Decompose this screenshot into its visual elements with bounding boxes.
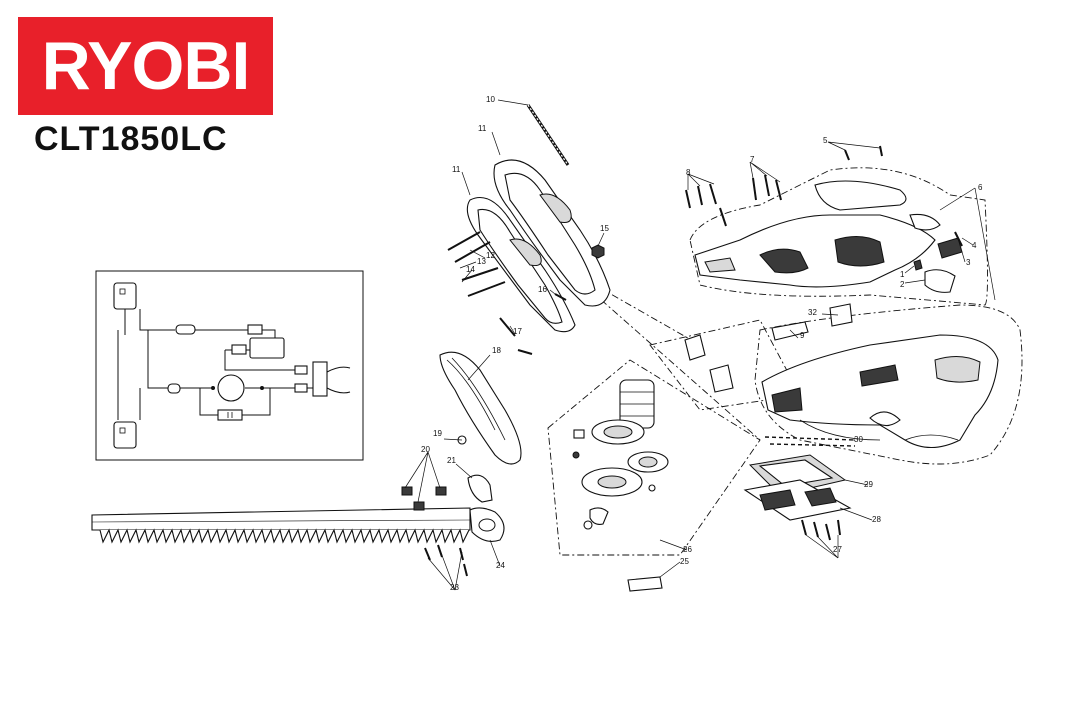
callout-9: 9 [800,331,805,340]
callout-13: 13 [477,257,486,266]
model-number: CLT1850LC [34,120,228,158]
callout-15: 15 [600,224,609,233]
callout-3: 3 [966,258,971,267]
callout-32: 32 [808,308,817,317]
callout-labels: 1 2 3 4 5 6 7 8 9 10 11 11 12 13 14 15 1… [421,95,983,592]
callout-26: 26 [683,545,692,554]
callout-4: 4 [972,241,977,250]
callout-19: 19 [433,429,442,438]
callout-23: 23 [450,583,459,592]
callout-1: 1 [900,270,905,279]
callout-30: 30 [854,435,863,444]
callout-27: 27 [833,545,842,554]
upper-housing [685,145,963,293]
callout-20: 20 [421,445,430,454]
callout-2: 2 [900,280,905,289]
base-screws [764,436,856,541]
callout-28: 28 [872,515,881,524]
callout-21: 21 [447,456,456,465]
callout-29: 29 [864,480,873,489]
callout-11-upper: 11 [478,124,487,133]
callout-18: 18 [492,346,501,355]
callout-11-lower: 11 [452,165,461,174]
wiring-schematic [95,270,364,461]
callout-6: 6 [978,183,983,192]
callout-24: 24 [496,561,505,570]
ryobi-logo: RYOBI [18,17,273,115]
cutting-blade [91,507,505,544]
callout-14: 14 [466,265,475,274]
callout-12: 12 [486,251,495,260]
callout-25: 25 [680,557,689,566]
front-handle-halves [466,159,611,333]
callout-17: 17 [513,327,522,336]
callout-7: 7 [750,155,755,164]
callout-16: 16 [538,285,547,294]
logo-wordmark: RYOBI [41,28,251,104]
lower-housing [761,334,999,449]
handle-screws [447,231,506,297]
callout-10: 10 [486,95,495,104]
motor-gear-assembly [572,379,669,530]
callout-8: 8 [686,168,691,177]
callout-5: 5 [823,136,828,145]
